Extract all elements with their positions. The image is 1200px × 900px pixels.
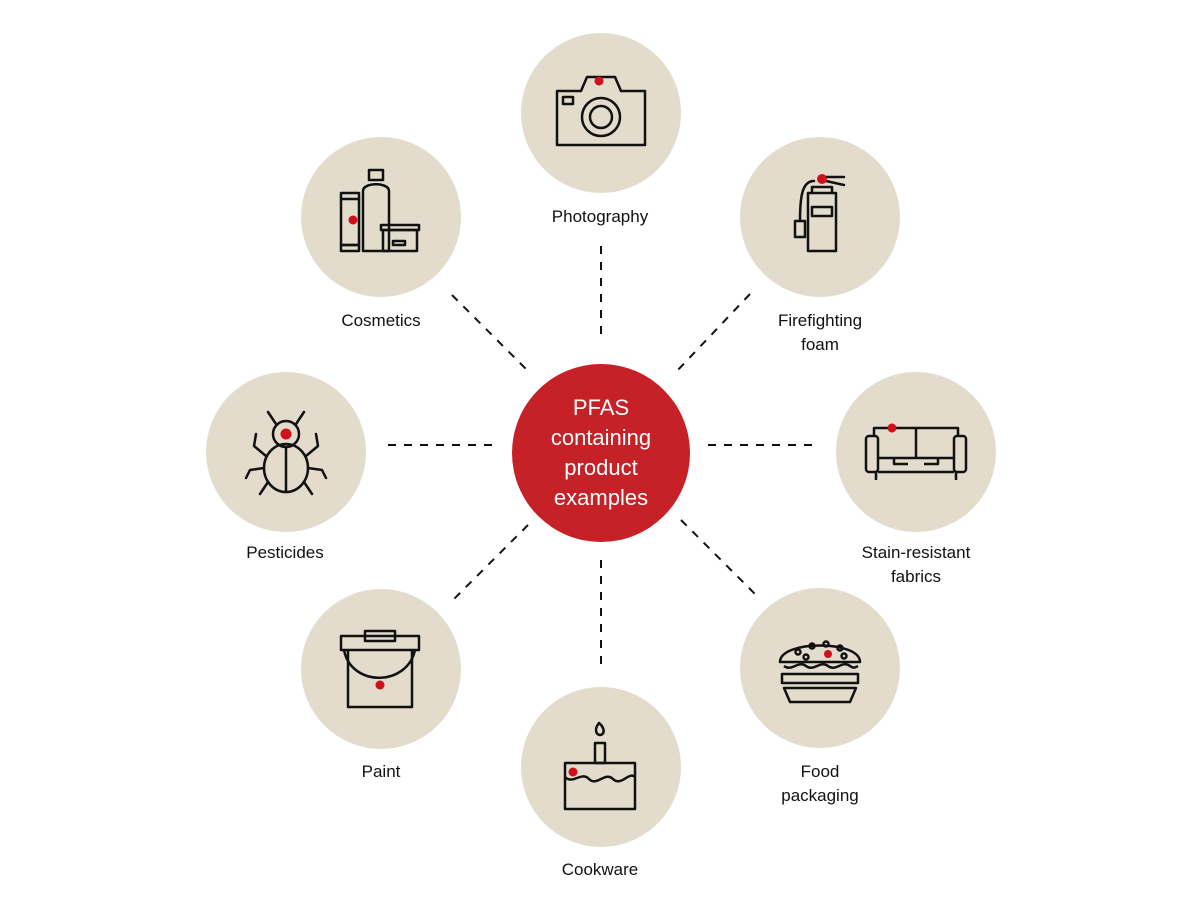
node-food-packaging xyxy=(740,588,900,748)
label-cookware: Cookware xyxy=(561,860,639,879)
node-cookware xyxy=(521,687,681,847)
camera-icon xyxy=(555,75,647,147)
cosmetics-icon xyxy=(339,168,421,253)
node-firefighting-foam xyxy=(740,137,900,297)
node-stain-resistant-fabrics xyxy=(836,372,996,532)
connector-paint xyxy=(451,524,529,602)
label-stain-resistant-fabrics: Stain-resistant fabrics xyxy=(861,543,971,586)
cake-icon xyxy=(563,721,637,811)
sofa-icon xyxy=(864,423,968,480)
node-cosmetics xyxy=(301,137,461,297)
fire-extinguisher-icon xyxy=(793,174,846,253)
label-food-packaging: Food packaging xyxy=(781,762,859,805)
label-paint: Paint xyxy=(361,762,401,781)
label-photography: Photography xyxy=(551,207,649,226)
burger-icon xyxy=(778,640,862,704)
node-pesticides xyxy=(206,372,366,532)
paint-bucket-icon xyxy=(339,629,421,709)
label-pesticides: Pesticides xyxy=(246,543,324,562)
center-label: PFAS containing product examples xyxy=(550,395,652,510)
connector-firefighting xyxy=(675,293,751,373)
node-paint xyxy=(301,589,461,749)
label-firefighting-foam: Firefighting foam xyxy=(777,311,863,354)
bug-icon xyxy=(244,410,328,496)
connector-food xyxy=(680,519,758,597)
center-circle: PFAS containing product examples xyxy=(512,364,690,542)
node-photography xyxy=(521,33,681,193)
label-cosmetics: Cosmetics xyxy=(341,311,421,330)
connector-cosmetics xyxy=(451,294,529,372)
